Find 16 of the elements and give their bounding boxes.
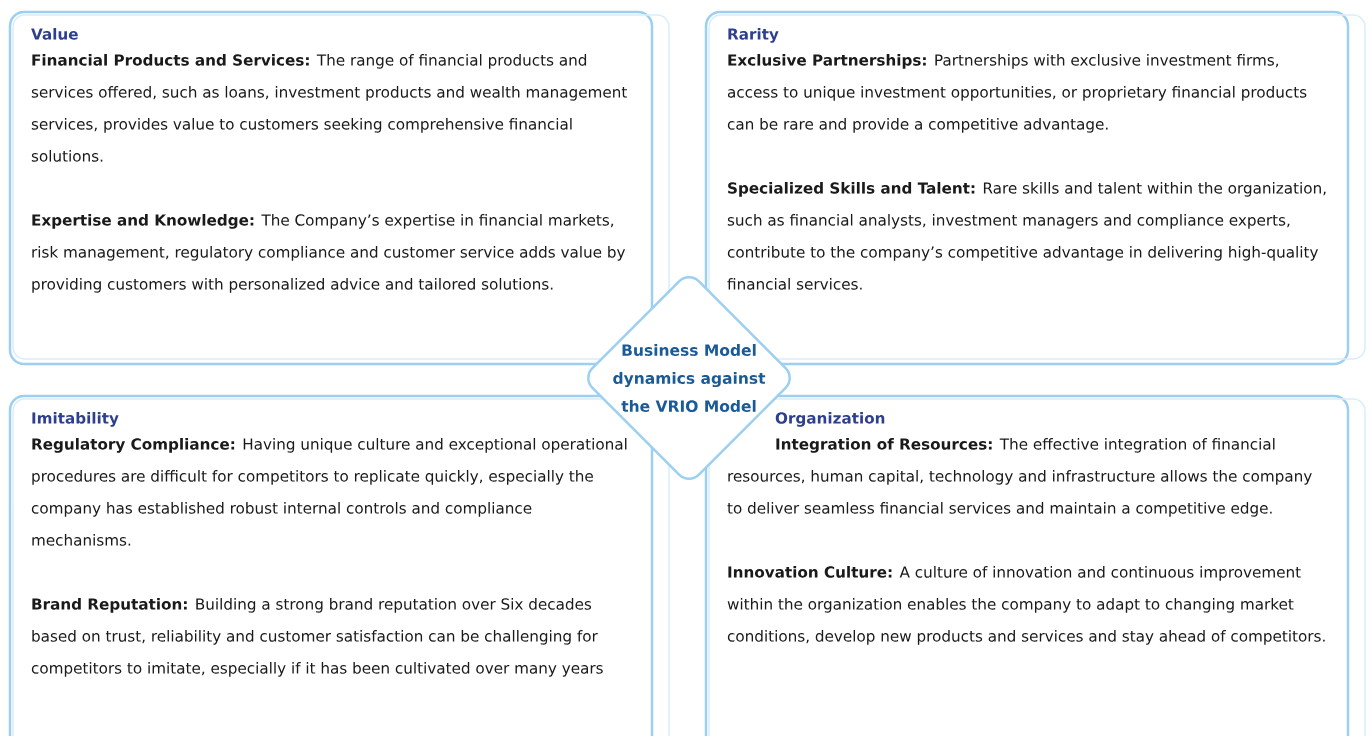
quadrant-box: [8, 394, 654, 736]
section-heading: Value: [31, 28, 78, 40]
quadrant-box: [704, 10, 1350, 366]
paragraph: Expertise and Knowledge: The Company’s expertise in financial markets, risk management, regulatory compliance and customer service adds value by providing customers with personalized advice and tailored solutions.: [32, 214, 626, 293]
diamond-title: Business Model dynamics against the VRIO Model: [613, 344, 766, 412]
paragraph: Integration of Resources: The effective integration of financial resources, human capital, technology and infrastructure allows the company to deliver seamless financial services and maintain a competitive edge.: [727, 438, 1312, 517]
paragraph: Financial Products and Services: The range of financial products and services offered, such as loans, investment products and wealth management services, provides value to customers seeking comprehensive financial solutions.: [31, 54, 627, 162]
paragraph: Brand Reputation: Building a strong brand reputation over Six decades based on trust, reliability and customer satisfaction can be challenging for competitors to imitate, especially if it has been cultivated over many years: [31, 598, 603, 677]
paragraph: Innovation Culture: A culture of innovation and continuous improvement within the organization enables the company to adapt to changing market conditions, develop new products and services and stay ahead of competitors.: [727, 566, 1325, 645]
paragraph: Exclusive Partnerships: Partnerships with exclusive investment firms, access to unique investment opportunities, or proprietary financial products can be rare and provide a competitive advantage.: [727, 54, 1307, 133]
quadrant-box: [704, 394, 1350, 736]
paragraph: Regulatory Compliance: Having unique culture and exceptional operational procedures are difficult for competitors to replicate quickly, especially the company has established robust internal controls and compliance mechanisms.: [31, 438, 627, 546]
section-heading: Organization: [775, 412, 885, 427]
section-heading: Imitability: [32, 412, 119, 427]
section-heading: Rarity: [728, 28, 779, 43]
paragraph: Specialized Skills and Talent: Rare skills and talent within the organization, such as financial analysts, investment managers and compliance experts, contribute to the company’s competitive advantage in delivering high-quality financial services.: [727, 182, 1326, 290]
